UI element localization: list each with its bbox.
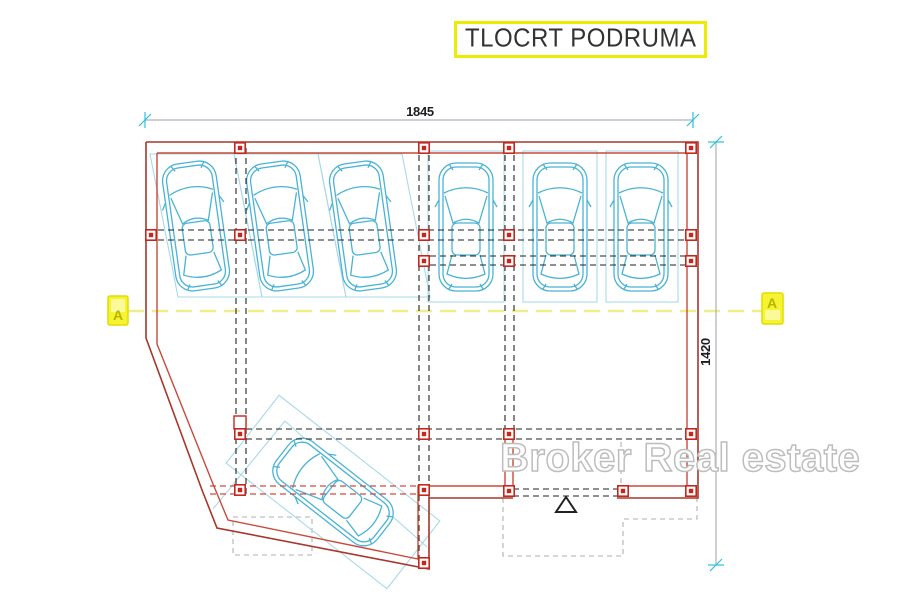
section-marker-right-letter: A <box>767 295 777 311</box>
drawing-title: TLOCRT PODRUMA <box>465 23 697 54</box>
car-top-4 <box>434 162 498 292</box>
drawing-title-box: TLOCRT PODRUMA <box>454 21 708 58</box>
columns <box>145 142 698 570</box>
dimension-lines <box>145 119 717 565</box>
car-top-3 <box>322 157 404 295</box>
ground-floor-outline <box>232 442 698 557</box>
car-top-5 <box>528 162 592 292</box>
parking-bays <box>149 150 679 590</box>
car-ramp <box>262 427 404 557</box>
dimension-ticks <box>138 112 724 572</box>
car-top-2 <box>239 157 321 295</box>
section-marker-right: A <box>761 292 784 325</box>
watermark: Broker Real estate <box>499 435 861 481</box>
car-top-6 <box>609 162 673 292</box>
dimension-top-label: 1845 <box>406 104 434 119</box>
car-top-1 <box>155 157 237 295</box>
section-marker-left: A <box>107 295 129 326</box>
section-marker-left-letter: A <box>113 307 123 323</box>
dimension-right-label: 1420 <box>698 338 713 366</box>
entrance-arrow-icon <box>554 495 578 513</box>
